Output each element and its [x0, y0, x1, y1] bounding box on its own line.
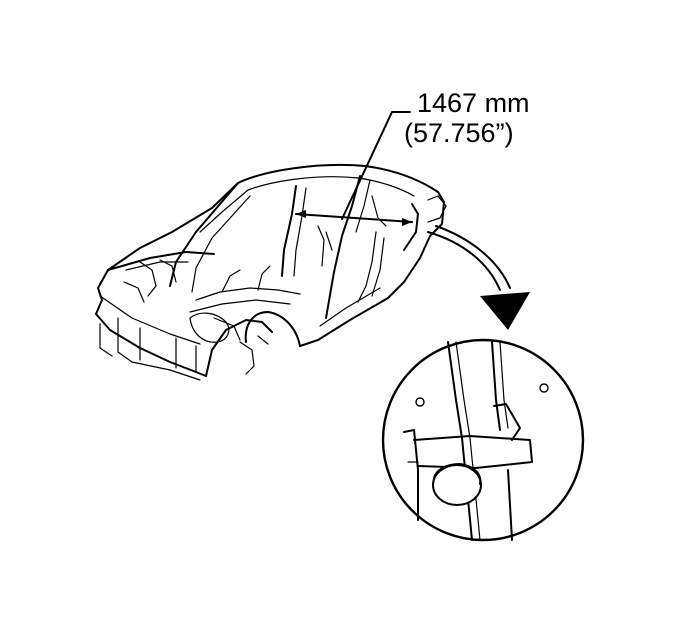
detail-magnifier-icon: [381, 338, 585, 542]
measurement-line-icon: [295, 111, 413, 226]
curved-arrow-icon: [427, 225, 530, 330]
car-body-shell-icon: [95, 163, 447, 381]
dimension-imperial-label: (57.756”): [404, 118, 514, 148]
dimension-metric-label: 1467 mm: [417, 88, 530, 118]
